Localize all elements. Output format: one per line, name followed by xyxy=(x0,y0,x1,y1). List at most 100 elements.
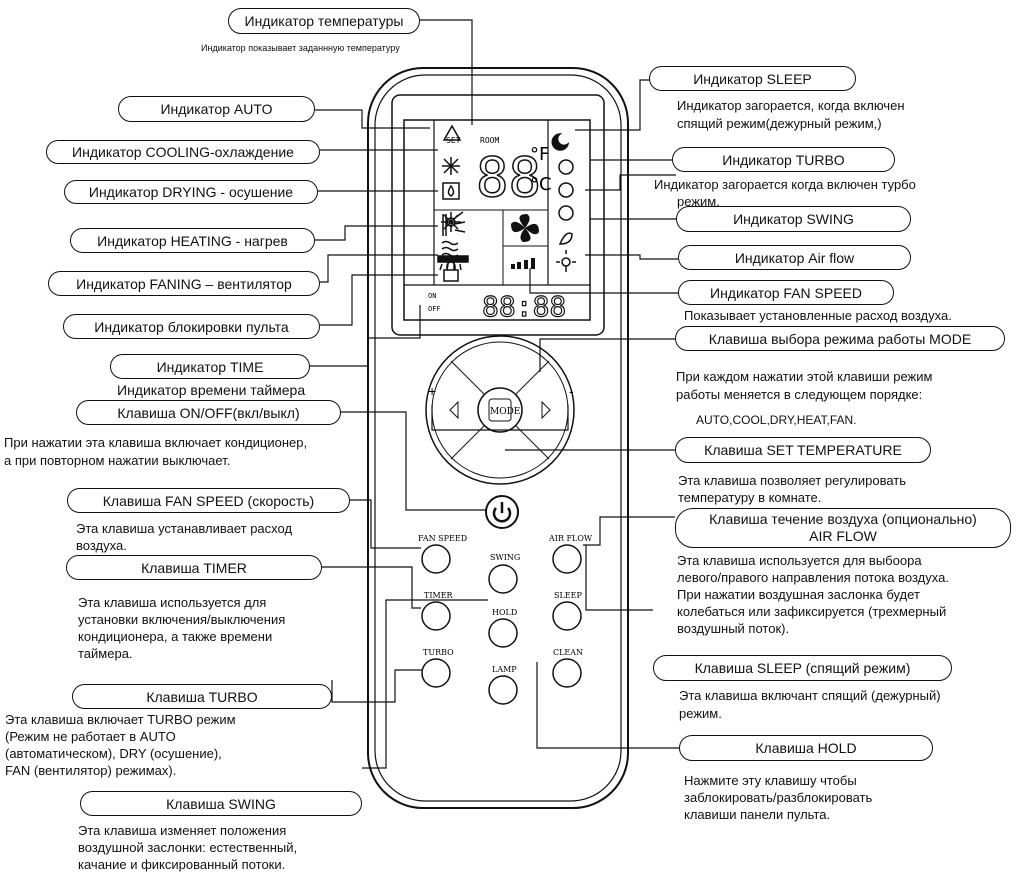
remote-body xyxy=(367,67,629,809)
fanspeed-desc-2: воздуха. xyxy=(76,538,127,553)
turbo-desc-3: (автоматическом), DRY (осушение), xyxy=(5,746,222,761)
label-hold-key: Клавиша HOLD xyxy=(679,735,933,761)
label-faning-indicator: Индикатор FANING – вентилятор xyxy=(48,271,320,296)
swing-desc-3: качание и фиксированный потоки. xyxy=(78,857,286,872)
swing-desc-2: воздушной заслонки: естественный, xyxy=(78,840,298,855)
label-fanspeed-indicator: Индикатор FAN SPEED xyxy=(678,280,894,305)
airflow-desc-4: колебаться или зафиксируется (трехмерный xyxy=(677,604,947,619)
airflow-key-line-2: AIR FLOW xyxy=(809,528,877,544)
label-swing-key: Клавиша SWING xyxy=(80,791,362,816)
big-fan-icon xyxy=(511,214,539,242)
onoff-desc-1: При нажатии эта клавиша включает кондици… xyxy=(4,435,308,450)
leader-lines xyxy=(310,19,679,769)
hold-desc-1: Нажмите эту клавишу чтобы xyxy=(684,773,857,788)
lcd-on: ON xyxy=(428,292,436,300)
label-timer-key: Клавиша TIMER xyxy=(66,555,322,580)
label-time-indicator-desc: Индикатор времени таймера xyxy=(117,382,306,398)
settemp-desc-1: Эта клавиша позволяет регулировать xyxy=(678,473,907,488)
lcd-time-digits: 88:88 xyxy=(482,290,566,323)
airflow-desc-2: левого/правого направления потока воздух… xyxy=(677,570,949,585)
fan-wave-icon xyxy=(441,240,459,258)
mode-desc-1: При каждом нажатии этой клавиши режим xyxy=(676,369,933,384)
label-turbo-key: Клавиша TURBO xyxy=(72,684,332,709)
btn-lamp-label: LAMP xyxy=(492,665,517,674)
turbo-ind-desc-1: Индикатор загорается когда включен турбо xyxy=(654,177,916,192)
turbo-ind-desc-2: режим. xyxy=(677,194,720,209)
bulb-icon xyxy=(556,250,576,272)
auto-triangle-icon xyxy=(442,124,462,141)
btn-hold-label: HOLD xyxy=(492,608,517,617)
lcd-room: ROOM xyxy=(480,136,499,145)
lock-icon xyxy=(443,261,459,282)
label-time-indicator: Индикатор TIME xyxy=(110,354,310,379)
label-airflow-indicator: Индикатор Air flow xyxy=(678,245,911,270)
label-sleep-indicator: Индикатор SLEEP xyxy=(649,66,856,91)
label-sleep-key: Клавиша SLEEP (спящий режим) xyxy=(653,655,952,681)
label-swing-indicator: Индикатор SWING xyxy=(676,206,911,232)
btn-clean-label: CLEAN xyxy=(553,648,583,657)
fanspeed-desc-1: Эта клавиша устанавливает расход xyxy=(76,521,293,536)
lcd-unit-c: °C xyxy=(530,174,552,195)
lcd-set: SET xyxy=(446,136,461,145)
plus-label: + xyxy=(428,383,436,399)
label-drying-indicator: Индикатор DRYING - осушение xyxy=(64,180,318,204)
turbo-desc-2: (Режим не работает в AUTO xyxy=(5,729,176,744)
sleep-key-desc-1: Эта клавиша включант спящий (дежурный) xyxy=(679,688,941,703)
btn-turbo-label: TURBO xyxy=(423,648,454,657)
airflow-desc-5: воздушный поток). xyxy=(677,621,790,636)
lcd-unit-f: °F xyxy=(530,144,549,165)
btn-timer-label: TIMER xyxy=(424,591,454,600)
hold-desc-2: заблокировать/разблокировать xyxy=(684,790,873,805)
label-lock-indicator: Индикатор блокировки пульта xyxy=(63,314,320,339)
airflow-key-line-1: Клавиша течение воздуха (опционально) xyxy=(709,511,977,527)
turbo-desc-4: FAN (вентилятор) режимах). xyxy=(5,763,177,778)
label-fanspeed-key: Клавиша FAN SPEED (скорость) xyxy=(67,488,350,513)
label-temp-indicator-desc: Индикатор показывает заданнную температу… xyxy=(201,43,400,53)
label-airflow-key: Клавиша течение воздуха (опционально) AI… xyxy=(675,508,1011,548)
airflow-leaf-icon xyxy=(558,232,573,245)
fan-speed-bars-icon xyxy=(511,258,535,269)
label-heating-indicator: Индикатор HEATING - нагрев xyxy=(70,228,315,253)
settemp-desc-2: температуру в комнате. xyxy=(678,490,822,505)
timer-desc-4: таймера. xyxy=(78,646,133,661)
remote-buttons xyxy=(421,495,582,705)
label-turbo-indicator: Индикатор TURBO xyxy=(672,147,895,172)
label-settemp-key: Клавиша SET TEMPERATURE xyxy=(675,437,931,463)
fanspeed-ind-desc: Показывает установленные расход воздуха. xyxy=(684,308,952,323)
mode-sequence: AUTO,COOL,DRY,HEAT,FAN. xyxy=(696,413,857,427)
drop-icon xyxy=(442,182,460,200)
sleep-desc-2: спящий режим(дежурный режим,) xyxy=(677,116,882,131)
label-cooling-indicator: Индикатор COOLING-охлаждение xyxy=(46,140,320,164)
timer-desc-1: Эта клавиша используется для xyxy=(78,595,267,610)
label-temp-indicator: Индикатор температуры xyxy=(228,8,420,34)
btn-fan-speed-label: FAN SPEED xyxy=(418,534,467,543)
turbo-icon xyxy=(558,159,574,175)
timer-desc-3: кондиционера, а также времени xyxy=(78,629,273,644)
label-mode-key: Клавиша выбора режима работы MODE xyxy=(675,326,1005,351)
moon-icon xyxy=(551,133,570,151)
btn-air-flow-label: AIR FLOW xyxy=(548,534,593,543)
temp-bracket xyxy=(431,405,569,431)
hold-desc-3: клавиши панели пульта. xyxy=(684,807,831,822)
mode-button-label: MODE xyxy=(490,407,520,417)
lcd-temp-digits: 88 xyxy=(476,146,541,209)
turbo-desc-1: Эта клавиша включает TURBO режим xyxy=(5,712,236,727)
lcd-icons xyxy=(437,124,576,282)
label-onoff-key: Клавиша ON/OFF(вкл/выкл) xyxy=(76,400,341,425)
mode-desc-2: работы меняется в следующем порядке: xyxy=(676,387,923,402)
lcd-off: OFF xyxy=(428,305,441,313)
sleep-desc-1: Индикатор загорается, когда включен xyxy=(677,98,905,113)
swing-icon xyxy=(558,205,574,221)
airflow-desc-1: Эта клавиша используется для выбоора xyxy=(677,553,922,568)
louver-icon xyxy=(437,211,469,271)
turbo-icon-2 xyxy=(558,182,574,198)
sleep-key-desc-2: режим. xyxy=(679,706,722,721)
timer-desc-2: установки включения/выключения xyxy=(78,612,286,627)
swing-desc-1: Эта клавиша изменяет положения xyxy=(78,823,287,838)
minus-label: - xyxy=(569,383,574,399)
label-auto-indicator: Индикатор AUTO xyxy=(118,96,315,122)
onoff-desc-2: а при повторном нажатии выключает. xyxy=(4,453,231,468)
power-icon xyxy=(492,507,512,523)
btn-swing-label: SWING xyxy=(490,553,520,562)
